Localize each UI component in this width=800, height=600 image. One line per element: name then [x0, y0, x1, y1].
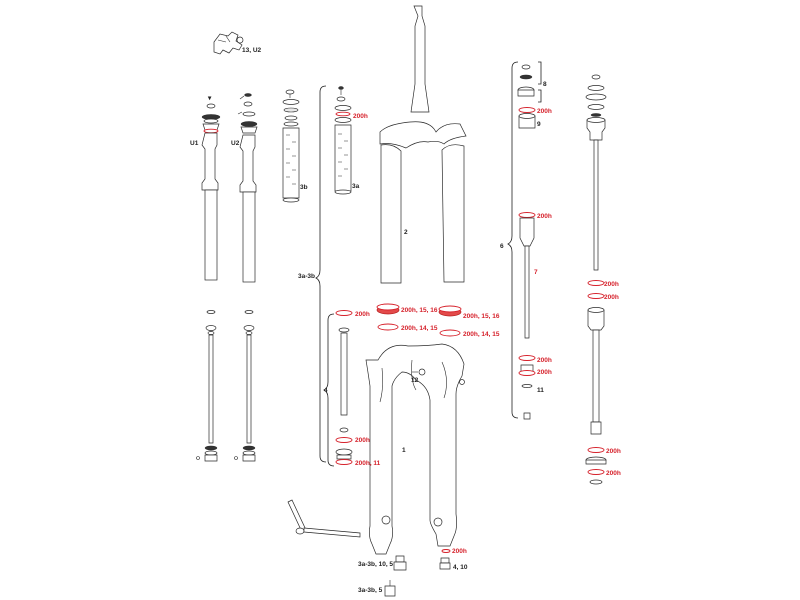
label-seal-left-2: 200h, 14, 15 — [401, 325, 438, 332]
label-u2: U2 — [231, 140, 240, 147]
remote-lever — [213, 31, 244, 55]
seals-left — [376, 303, 400, 331]
label-3b: 3b — [300, 184, 308, 191]
label-damper-200h-4: 200h — [537, 369, 552, 376]
svg-text:▾: ▾ — [207, 95, 212, 102]
label-damper-200h-2: 200h — [537, 213, 552, 220]
label-11: 11 — [537, 387, 544, 394]
upper-tube-u1: ▾ — [201, 95, 221, 281]
right-shaft-assembly — [585, 74, 607, 485]
label-3a: 3a — [352, 183, 360, 190]
brace-4 — [323, 313, 335, 467]
label-4-200h-top: 200h — [355, 311, 370, 318]
label-1: 1 — [402, 447, 406, 454]
label-4-10: 4, 10 — [453, 564, 468, 571]
air-spring-3b — [282, 89, 300, 203]
label-right-200h-4: 200h — [606, 470, 621, 477]
bleed-valve-12 — [412, 368, 426, 376]
shaft-lower-u2 — [234, 310, 256, 462]
label-3a-3b: 3a-3b — [298, 273, 315, 280]
air-spring-3a — [334, 86, 352, 195]
crown-steerer — [379, 5, 467, 284]
label-7: 7 — [534, 269, 538, 276]
label-right-200h-2: 200h — [604, 294, 619, 301]
damper-shaft-4 — [335, 310, 353, 465]
label-u1: U1 — [190, 140, 199, 147]
label-seal-right-2: 200h, 14, 15 — [463, 331, 500, 338]
bottom-bolt-3 — [439, 549, 451, 570]
label-damper-200h-1: 200h — [537, 108, 552, 115]
label-damper-200h-3: 200h — [537, 357, 552, 364]
thru-axle — [287, 499, 361, 538]
shaft-lower-u1 — [196, 310, 218, 462]
label-right-200h-3: 200h — [606, 448, 621, 455]
label-2: 2 — [404, 229, 408, 236]
upper-tube-u2 — [237, 93, 258, 283]
label-8: 8 — [543, 81, 547, 88]
brace-8 — [538, 61, 542, 103]
label-remote: 13, U2 — [242, 47, 262, 54]
label-9: 9 — [537, 121, 541, 128]
lower-legs — [365, 343, 465, 555]
label-4-200h-mid: 200h — [355, 437, 370, 444]
label-seal-left-1: 200h, 15, 16 — [401, 307, 438, 314]
label-bolt-top: 3a-3b, 10, 5 — [358, 561, 393, 568]
label-12: 12 — [411, 377, 419, 384]
label-6: 6 — [500, 243, 504, 250]
seals-right — [438, 305, 462, 337]
label-seal-right-1: 200h, 15, 16 — [463, 313, 500, 320]
label-right-200h-1: 200h — [604, 281, 619, 288]
label-bolt-200h: 200h — [452, 548, 467, 555]
bottom-bolt-1 — [393, 555, 407, 571]
label-4-200h-bottom: 200h, 11 — [355, 460, 381, 467]
damper-cartridge — [517, 64, 536, 420]
brace-3a-3b — [315, 85, 327, 463]
label-bolt-bottom: 3a-3b, 5 — [358, 587, 383, 594]
label-3a-200h: 200h — [353, 113, 368, 120]
label-4: 4 — [324, 387, 328, 394]
brace-6 — [507, 61, 519, 419]
bottom-bolt-2 — [384, 580, 396, 597]
